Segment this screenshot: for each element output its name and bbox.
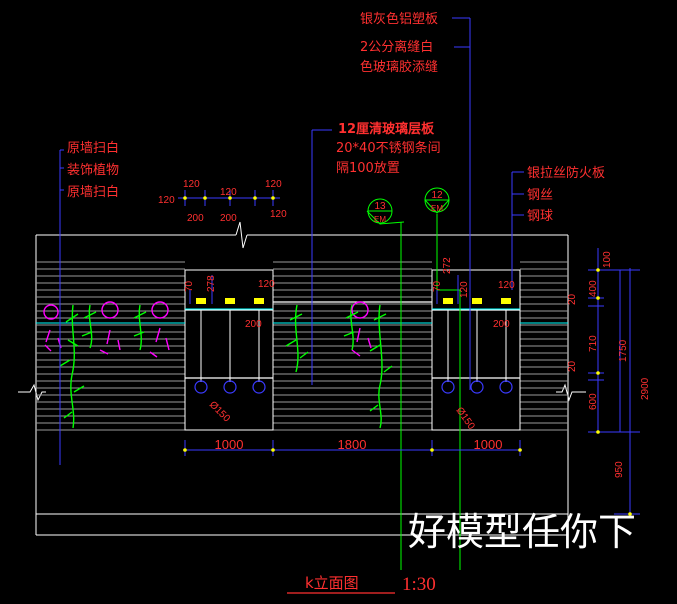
dim-bottom-right: 1000	[474, 437, 503, 452]
dim-top-1: 120	[183, 179, 200, 190]
callout-right-line2: 钢丝	[527, 188, 553, 203]
callout-left-line1: 原墙扫白	[67, 140, 119, 156]
dim-top-2: 120	[158, 195, 175, 206]
dim-left-niche-b: 278	[206, 275, 217, 292]
dim-right-a: 100	[602, 251, 613, 268]
watermark-text: 好模型任你下	[408, 510, 636, 554]
leader-lines	[59, 17, 524, 570]
callout-glass-line3: 隔100放置	[336, 161, 400, 176]
callout-glass-title: 12厘清玻璃层板	[338, 121, 435, 137]
shelf-cyan-lines	[36, 308, 568, 324]
dim-right-niche-d: 120	[498, 280, 515, 291]
dim-left-niche-c: 120	[258, 279, 275, 290]
dim-right-b: 400	[588, 280, 599, 297]
dim-left-niche-d: 200	[245, 319, 262, 330]
decorative-plants	[43, 301, 393, 429]
steel-clips	[196, 298, 511, 304]
dim-right-niche-b: 272	[442, 257, 453, 274]
dimension-ticks	[183, 196, 632, 516]
dim-left-niche-a: 70	[184, 280, 195, 292]
dim-top-5: 120	[270, 209, 287, 220]
dim-right-niche-c: 120	[459, 281, 470, 298]
dim-bottom-left: 1000	[215, 437, 244, 452]
wall-frame	[18, 221, 586, 536]
steel-wires	[200, 310, 507, 382]
dim-right-g: 600	[588, 393, 599, 410]
detail-mark-13-number: 13	[374, 201, 386, 212]
detail-mark-13-sheet: EM	[374, 215, 386, 224]
callout-top-right-line3: 色玻璃胶添缝	[360, 59, 438, 75]
detail-mark-12-sheet: EM	[431, 204, 443, 213]
detail-marks	[366, 187, 450, 225]
dim-top-3: 120	[220, 187, 237, 198]
niche-shelves	[185, 301, 520, 379]
dim-top-4: 120	[265, 179, 282, 190]
dim-right-niche-a: 70	[432, 280, 443, 292]
dim-bottom-middle: 1800	[338, 437, 367, 452]
dim-right-d: 710	[588, 335, 599, 352]
dim-top-6: 200	[187, 213, 204, 224]
callout-left-line3: 原墙扫白	[67, 184, 119, 200]
callout-glass-line2: 20*40不锈钢条间	[336, 140, 441, 156]
callout-top-right-line2: 2公分离缝白	[360, 39, 433, 55]
panel-strips	[36, 261, 568, 431]
dim-top-7: 200	[220, 213, 237, 224]
detail-mark-12-number: 12	[431, 190, 443, 201]
drawing-title: k立面图	[305, 574, 359, 592]
dim-right-h: 2900	[640, 377, 651, 400]
callout-right-line3: 钢球	[527, 209, 553, 224]
callout-left-line2: 装饰植物	[67, 163, 119, 178]
dim-right-niche-e: 200	[493, 319, 510, 330]
dim-right-i: 950	[614, 461, 625, 478]
callout-right-line1: 银拉丝防火板	[527, 165, 605, 181]
dim-right-e: 1750	[618, 339, 629, 362]
niche-openings	[184, 269, 521, 431]
steel-balls	[194, 380, 513, 394]
callout-top-right-line1: 银灰色铝塑板	[360, 11, 438, 27]
dim-right-f: 20	[567, 360, 578, 372]
drawing-scale: 1:30	[402, 574, 436, 595]
dim-right-c: 20	[567, 293, 578, 305]
